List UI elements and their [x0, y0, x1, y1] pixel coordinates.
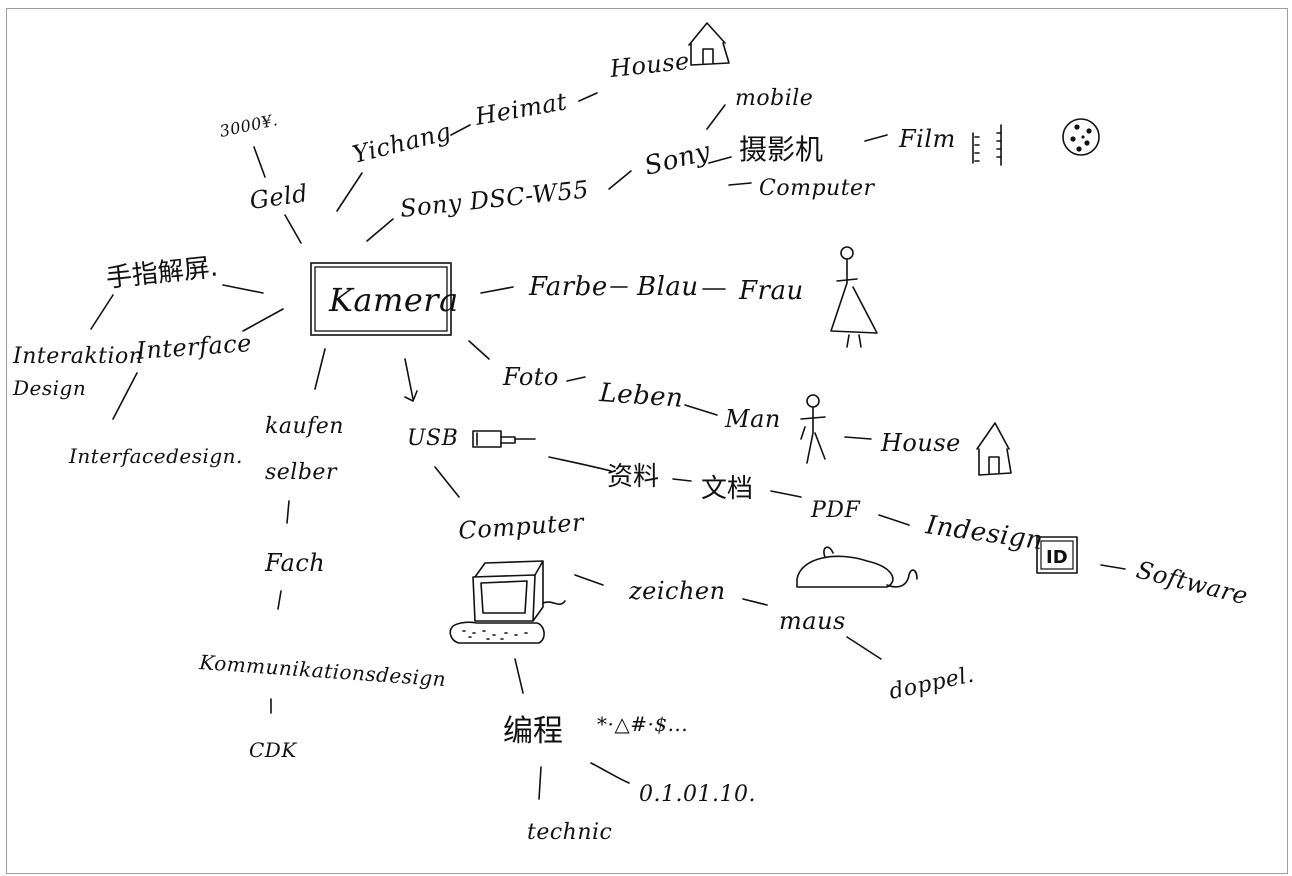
- link-kamera-interface: [242, 308, 284, 332]
- node-house-top: House: [608, 47, 691, 83]
- mindmap-canvas: Kamera 3000¥. Geld Yichang Heimat House …: [6, 8, 1288, 874]
- text-nodes: 3000¥. Geld Yichang Heimat House Sony DS…: [12, 47, 1251, 845]
- node-yen: 3000¥.: [218, 110, 280, 141]
- node-blau: Blau: [636, 272, 699, 302]
- link-selber-fach: [286, 500, 290, 524]
- node-usb: USB: [407, 426, 458, 451]
- node-man: Man: [724, 405, 781, 433]
- link-foto-leben: [566, 376, 586, 382]
- link-kamera-geld: [284, 214, 302, 244]
- link-programming-binary: [590, 762, 630, 784]
- usb-plug-icon: [472, 430, 536, 448]
- link-pdf-indesign: [878, 514, 910, 526]
- node-symbols: *·△#·$...: [597, 712, 688, 736]
- node-doppel: doppel.: [887, 663, 976, 705]
- node-yichang: Yichang: [350, 117, 454, 169]
- mouse-icon: [796, 546, 918, 588]
- link-computer-zeichen: [574, 574, 604, 586]
- link-camcorder-film: [864, 134, 888, 142]
- link-kamera-usb: [404, 358, 418, 402]
- link-leben-man: [684, 404, 718, 416]
- node-farbe: Farbe: [528, 272, 608, 302]
- node-camcorder: 摄影机: [739, 133, 823, 166]
- node-kommunikationsdesign: Kommunikationsdesign: [198, 650, 447, 691]
- link-kamera-foto: [468, 340, 490, 360]
- film-strip-icon: [972, 124, 1002, 166]
- link-zeichen-maus: [742, 598, 768, 606]
- link-usb-computer: [434, 466, 460, 498]
- link-fach-kommunikation: [277, 590, 282, 610]
- node-data: 资料: [607, 462, 659, 492]
- node-interfacedesign: Interfacedesign.: [68, 444, 243, 468]
- link-kamera-kaufen: [314, 348, 326, 390]
- link-interface-interfacedesign: [112, 372, 138, 420]
- center-label: Kamera: [328, 281, 459, 319]
- indesign-logo-icon: ID: [1036, 536, 1078, 574]
- link-sony-camcorder: [708, 156, 732, 164]
- link-kamera-screenunlock: [222, 284, 264, 294]
- man-stick-figure-icon: [800, 394, 826, 464]
- node-fach: Fach: [264, 549, 325, 577]
- node-computer-top: Computer: [759, 176, 876, 201]
- link-computer-programming: [514, 658, 524, 694]
- node-frau: Frau: [738, 276, 804, 306]
- node-interface: Interface: [134, 329, 252, 365]
- node-document: 文档: [701, 474, 753, 504]
- link-maus-doppel: [846, 636, 882, 660]
- node-mobile: mobile: [735, 86, 813, 111]
- connector-lines: [90, 92, 1126, 800]
- link-sony-mobile: [706, 104, 726, 130]
- node-film: Film: [898, 125, 956, 153]
- node-selber: selber: [265, 460, 338, 485]
- node-zeichen: zeichen: [628, 577, 726, 605]
- node-screen-unlock: 手指解屏.: [105, 252, 220, 294]
- woman-stick-figure-icon: [830, 246, 878, 348]
- house-icon: [688, 22, 730, 66]
- link-geld-yen: [253, 146, 266, 178]
- node-sony: Sony: [641, 136, 713, 181]
- link-kamera-sony: [366, 218, 394, 242]
- central-node: Kamera: [310, 262, 459, 336]
- link-screenunlock-interaktion: [90, 294, 114, 330]
- node-pdf: PDF: [810, 498, 860, 523]
- node-computer: Computer: [457, 508, 585, 545]
- link-indesign-software: [1100, 564, 1126, 570]
- central-node-box-inner: [314, 266, 448, 332]
- node-kaufen: kaufen: [265, 414, 344, 439]
- node-sony-model: Sony DSC-W55: [399, 175, 590, 223]
- link-programming-technic: [538, 766, 542, 800]
- id-logo-text: ID: [1046, 547, 1068, 568]
- node-technic: technic: [527, 820, 612, 845]
- link-data-document: [672, 478, 692, 482]
- central-node-box: [310, 262, 452, 336]
- node-geld: Geld: [248, 179, 310, 215]
- link-sony-computer: [728, 182, 752, 186]
- film-reel-icon: [1062, 118, 1100, 156]
- node-design: Design: [12, 376, 86, 400]
- node-house-right: House: [880, 429, 961, 457]
- link-heimat-house: [578, 92, 598, 102]
- house-icon: [976, 422, 1012, 476]
- node-cdk: CDK: [249, 738, 297, 762]
- link-document-pdf: [770, 490, 802, 498]
- node-leben: Leben: [598, 378, 685, 414]
- link-kamera-yichang: [336, 172, 363, 212]
- link-kamera-farbe: [480, 286, 514, 294]
- link-man-house: [844, 436, 872, 440]
- node-maus: maus: [779, 607, 846, 635]
- node-foto: Foto: [502, 363, 559, 391]
- link-usb-data: [548, 456, 612, 472]
- node-interaktion: Interaktion: [12, 344, 143, 369]
- link-sonymodel-sony: [608, 170, 632, 190]
- node-binary: 0.1.01.10.: [639, 782, 756, 807]
- node-heimat: Heimat: [472, 87, 569, 131]
- computer-icon: [449, 560, 566, 644]
- node-programming: 编程: [503, 714, 563, 749]
- mindmap-drawing: Kamera 3000¥. Geld Yichang Heimat House …: [12, 22, 1251, 845]
- link-yichang-heimat: [450, 124, 471, 136]
- node-indesign: Indesign: [923, 510, 1045, 556]
- node-software: Software: [1134, 556, 1251, 611]
